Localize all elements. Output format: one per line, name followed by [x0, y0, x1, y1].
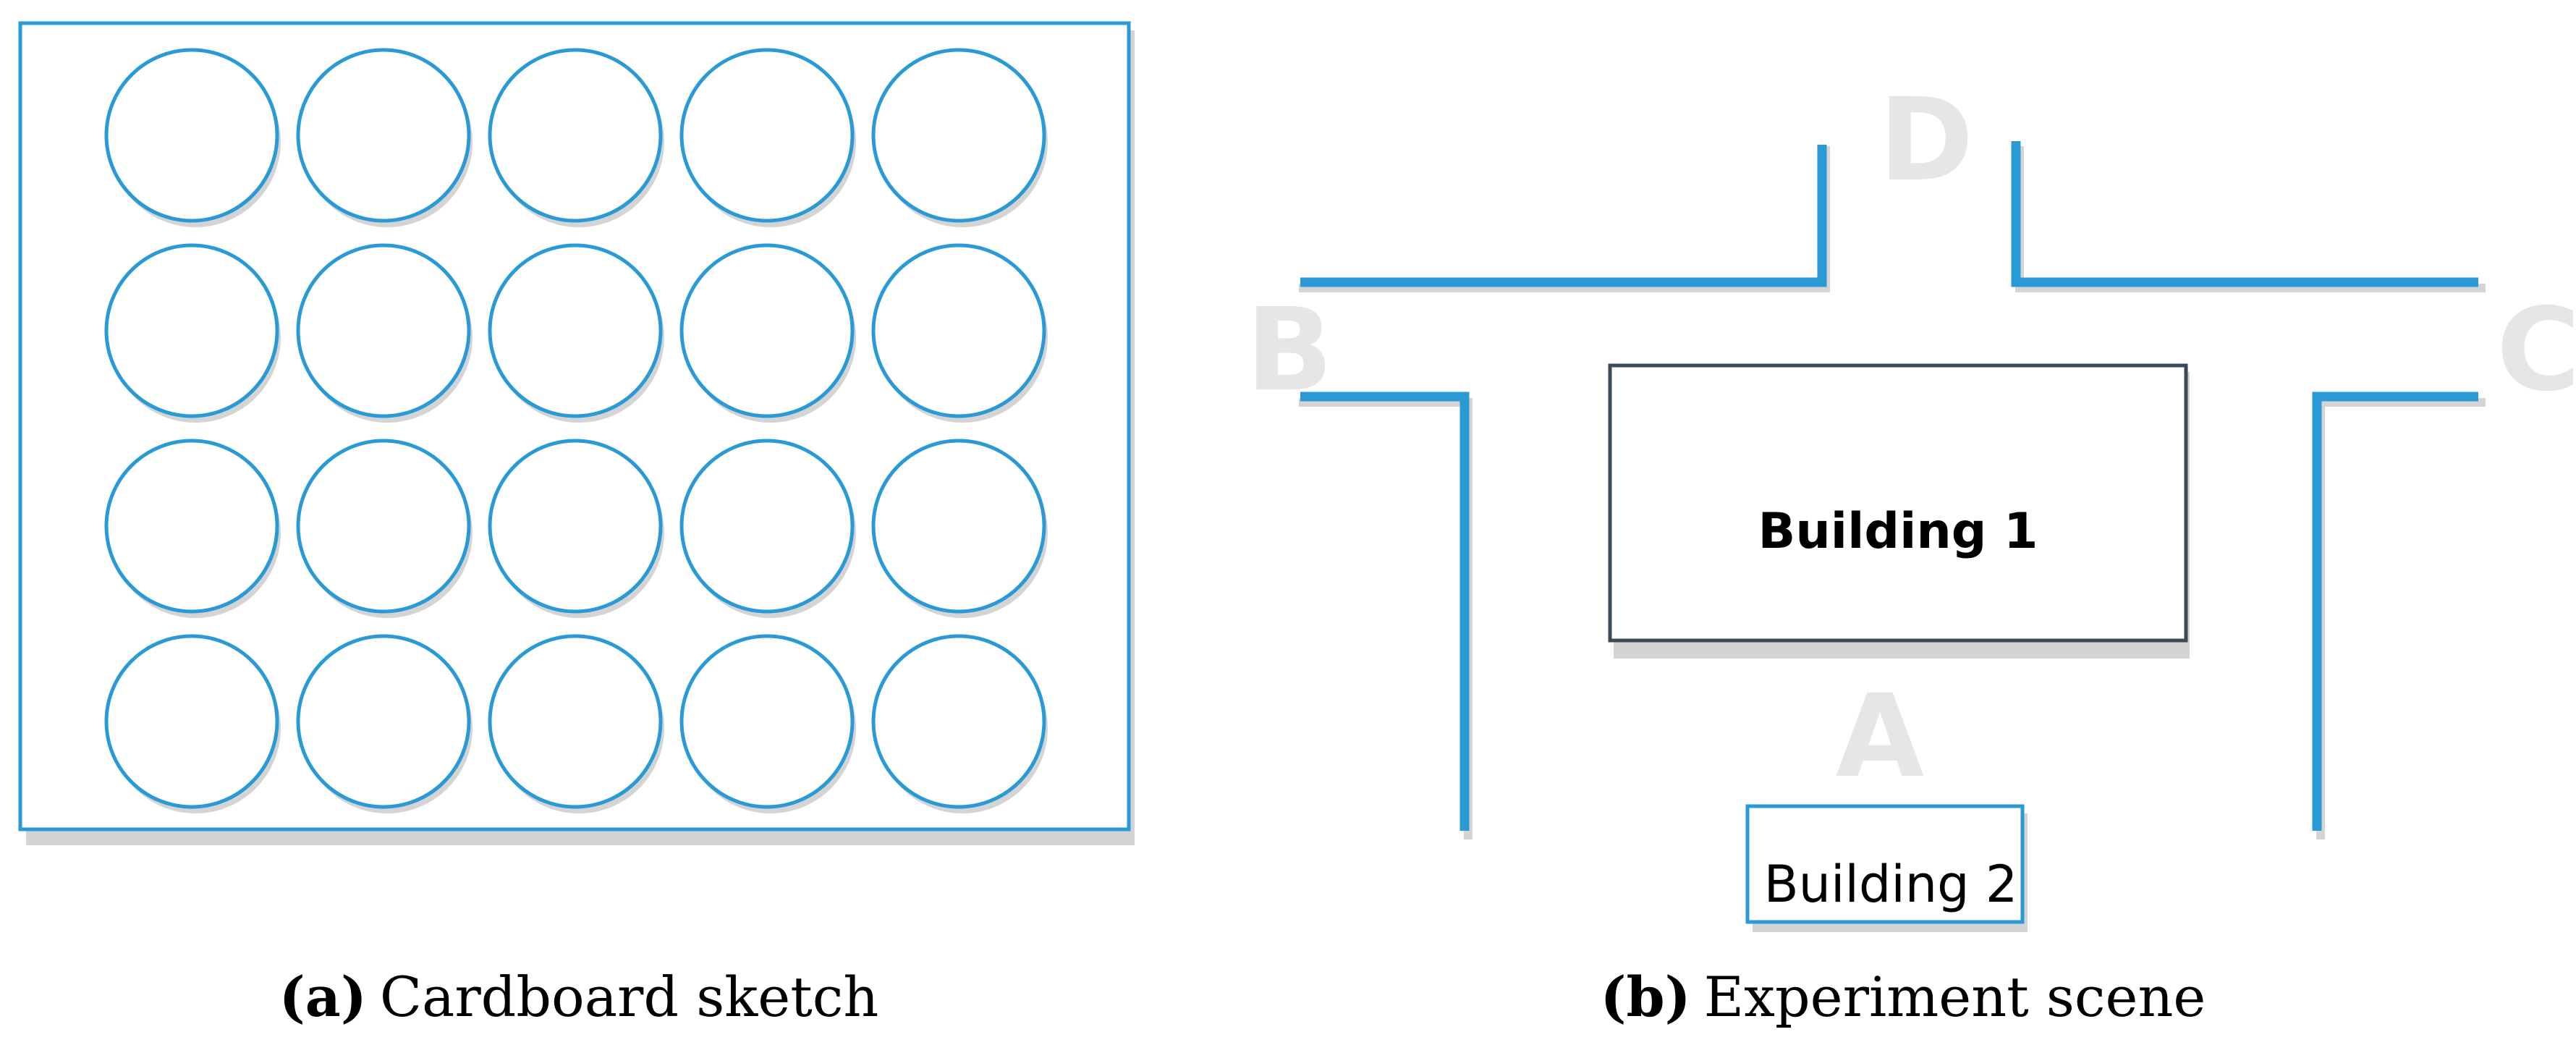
- cardboard-hole: [488, 634, 663, 809]
- cardboard-hole: [296, 634, 471, 809]
- cardboard-hole: [296, 243, 471, 418]
- cardboard-hole: [679, 634, 855, 809]
- wall-top-right-shadow: [2015, 146, 2486, 292]
- building-2-label: Building 2: [1764, 855, 2018, 914]
- label-a: A: [1836, 670, 1924, 803]
- cardboard-hole: [104, 243, 279, 418]
- road-walls: [1300, 141, 2478, 831]
- building-2: [1745, 804, 2025, 924]
- label-c: C: [2496, 284, 2576, 417]
- cardboard-hole: [871, 243, 1046, 418]
- cardboard-hole: [104, 439, 279, 614]
- cardboard-hole: [104, 48, 279, 223]
- cardboard-hole: [871, 48, 1046, 223]
- caption-a-text: Cardboard sketch: [380, 965, 878, 1029]
- wall-left-shadow: [1299, 398, 1473, 839]
- building-1: [1608, 363, 2188, 643]
- caption-a-tag: (a): [279, 965, 367, 1029]
- circle-grid: [104, 48, 1048, 813]
- caption-b: (b)Experiment scene: [1601, 965, 2206, 1029]
- caption-a: (a)Cardboard sketch: [279, 965, 879, 1029]
- wall-top-right: [2011, 141, 2478, 287]
- cardboard-hole: [679, 243, 855, 418]
- wall-right: [2312, 392, 2478, 831]
- cardboard-hole: [296, 48, 471, 223]
- cardboard-hole: [488, 439, 663, 614]
- label-d: D: [1878, 74, 1973, 207]
- wall-top-left: [1300, 145, 1827, 287]
- wall-top-left-shadow: [1299, 146, 1830, 292]
- cardboard-hole: [679, 439, 855, 614]
- wall-left: [1300, 392, 1470, 831]
- cardboard-hole: [296, 439, 471, 614]
- caption-b-tag: (b): [1601, 965, 1691, 1029]
- caption-b-text: Experiment scene: [1704, 965, 2206, 1029]
- cardboard-hole: [871, 634, 1046, 809]
- wall-right-shadow: [2316, 398, 2486, 839]
- cardboard-hole: [871, 439, 1046, 614]
- building-1-label: Building 1: [1758, 503, 2038, 560]
- cardboard-hole: [488, 48, 663, 223]
- cardboard-hole: [104, 634, 279, 809]
- panel-b: D B C A Building 1 Building 2 (b)Experim…: [1246, 74, 2576, 1029]
- cardboard-hole: [488, 243, 663, 418]
- panel-a: (a)Cardboard sketch: [18, 21, 1135, 1029]
- cardboard-hole: [679, 48, 855, 223]
